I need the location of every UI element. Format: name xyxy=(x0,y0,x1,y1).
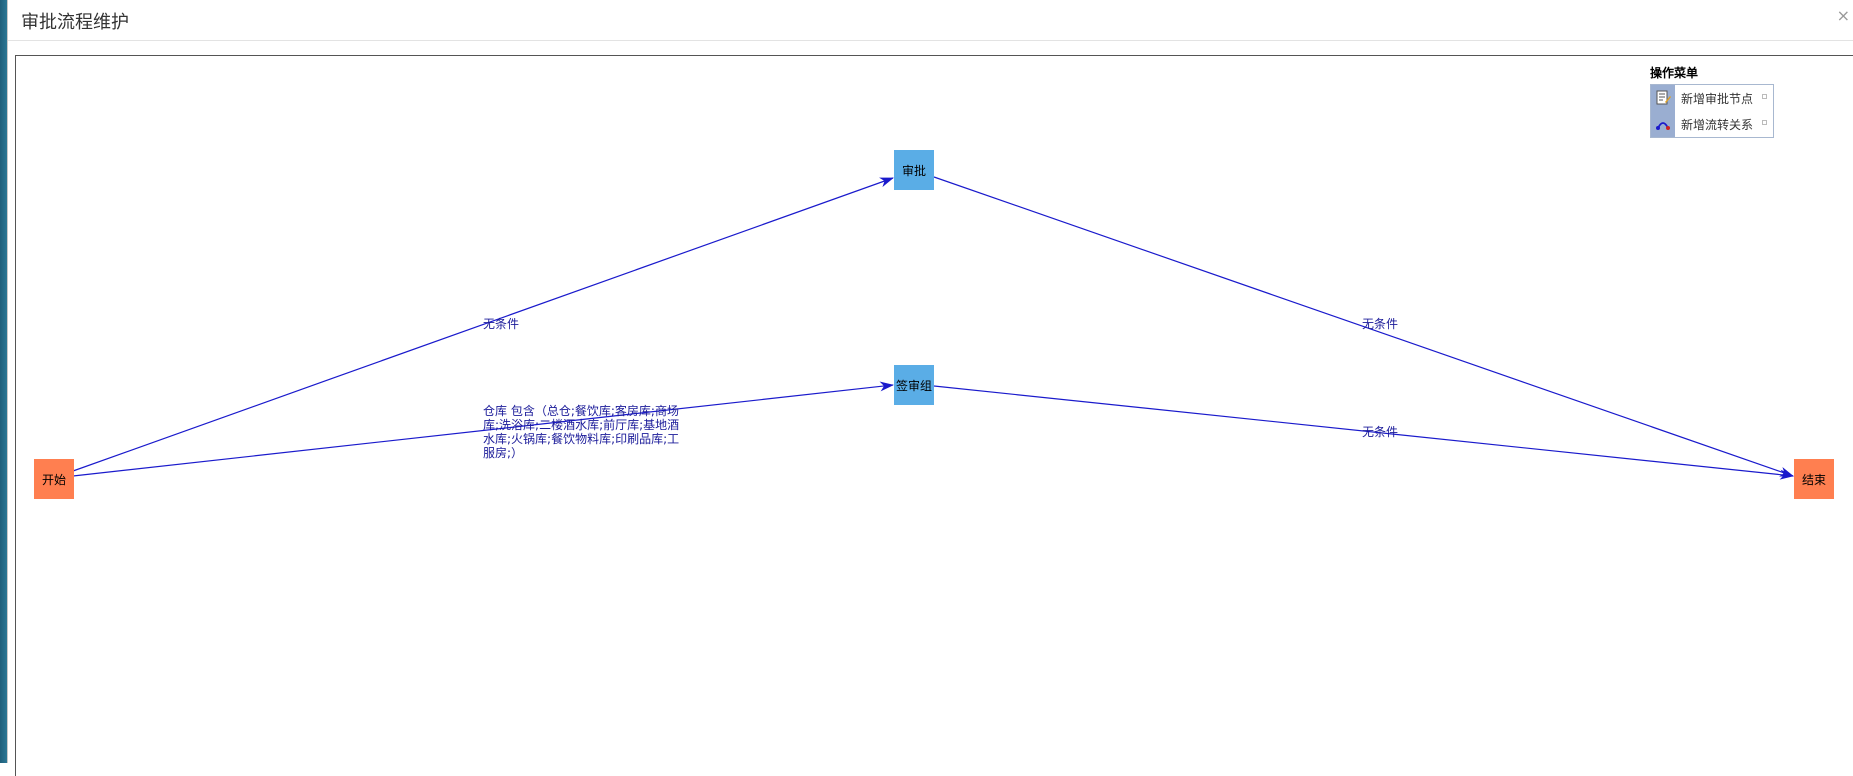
edge-label-start-cosign: 仓库 包含（总仓;餐饮库;客房库;商场库;洗浴库;二楼酒水库;前厅库;基地酒水库… xyxy=(483,404,680,460)
edge-label-start-approve: 无条件 xyxy=(483,317,520,331)
document-edit-icon xyxy=(1651,85,1675,111)
operation-menu-list: 新增审批节点 新增流转关系 xyxy=(1650,84,1774,138)
node-cosign-group[interactable]: 签审组 xyxy=(894,365,934,405)
add-transition-button[interactable]: 新增流转关系 xyxy=(1651,111,1773,137)
edge-label-approve-end: 无条件 xyxy=(1362,317,1399,331)
operation-menu-title: 操作菜单 xyxy=(1650,66,1699,80)
submenu-indicator-icon xyxy=(1762,94,1767,99)
dialog-titlebar: 审批流程维护 × xyxy=(8,0,1853,41)
edge-approve-end[interactable] xyxy=(933,176,1794,477)
submenu-indicator-icon xyxy=(1762,120,1767,125)
add-approval-node-label: 新增审批节点 xyxy=(1681,91,1754,106)
edge-cosign-end[interactable] xyxy=(933,385,1794,480)
node-start-label: 开始 xyxy=(41,472,66,487)
node-cosign-label: 签审组 xyxy=(895,378,932,393)
dialog-title: 审批流程维护 xyxy=(21,12,129,33)
background-window-strip xyxy=(0,0,7,763)
edge-start-cosign[interactable] xyxy=(72,381,894,477)
node-end[interactable]: 结束 xyxy=(1794,459,1834,499)
add-approval-node-button[interactable]: 新增审批节点 xyxy=(1651,85,1773,111)
edge-start-approve[interactable] xyxy=(72,177,894,472)
close-button[interactable]: × xyxy=(1836,6,1850,25)
operation-menu: 操作菜单 新增审批节点 xyxy=(1650,64,1775,138)
node-approve[interactable]: 审批 xyxy=(894,150,934,190)
add-transition-label: 新增流转关系 xyxy=(1681,117,1754,132)
link-arrow-icon xyxy=(1651,111,1675,137)
node-approve-label: 审批 xyxy=(901,163,926,178)
node-start[interactable]: 开始 xyxy=(34,459,74,499)
node-end-label: 结束 xyxy=(1801,472,1826,487)
flow-canvas[interactable] xyxy=(15,55,1853,776)
edge-label-cosign-end: 无条件 xyxy=(1362,425,1399,439)
